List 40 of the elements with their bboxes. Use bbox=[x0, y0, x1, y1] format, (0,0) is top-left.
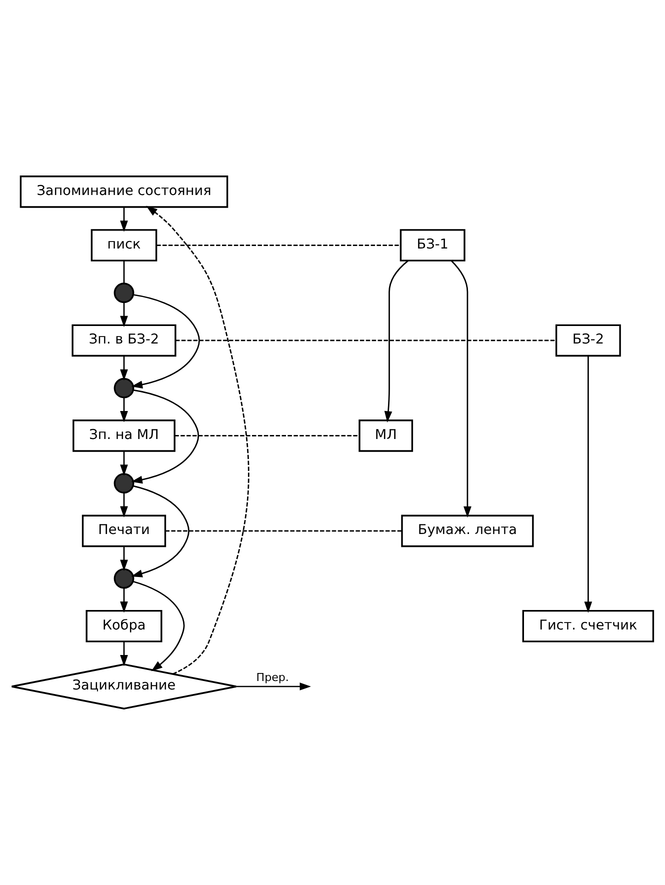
arrow bbox=[584, 356, 592, 613]
arrow bbox=[120, 588, 128, 613]
arrow bbox=[450, 260, 472, 518]
arrow bbox=[120, 546, 128, 572]
arrow bbox=[132, 580, 185, 672]
node-circle bbox=[114, 473, 134, 494]
node-box: Запоминание состояния bbox=[20, 176, 228, 208]
node-box: БЗ-1 bbox=[400, 229, 466, 262]
arrow bbox=[120, 398, 128, 422]
connector bbox=[156, 244, 401, 246]
node-box: БЗ-2 bbox=[555, 324, 621, 357]
arrow bbox=[131, 294, 200, 388]
arrow bbox=[120, 302, 128, 328]
node-box: Кобра bbox=[86, 610, 162, 642]
node-box: Гист. счетчик bbox=[522, 610, 654, 642]
arrow bbox=[236, 682, 311, 690]
arrow bbox=[120, 451, 128, 476]
node-circle bbox=[114, 378, 134, 398]
node-box: Печати bbox=[82, 514, 166, 548]
node-box: писк bbox=[90, 229, 158, 262]
node-diamond: Зацикливание bbox=[10, 664, 238, 710]
node-box: Бумаж. лента bbox=[401, 514, 534, 548]
arrow bbox=[120, 207, 128, 232]
node-circle bbox=[114, 568, 134, 589]
connector bbox=[123, 260, 125, 284]
connector bbox=[174, 435, 360, 436]
arrow bbox=[384, 260, 409, 422]
node-box: Зп. на МЛ bbox=[72, 420, 176, 452]
arrow bbox=[120, 493, 128, 518]
node-box: МЛ bbox=[358, 420, 414, 452]
edge-label: Прер. bbox=[256, 670, 289, 684]
arrow bbox=[120, 642, 128, 666]
connector bbox=[165, 530, 402, 532]
arrow bbox=[131, 485, 190, 578]
node-circle bbox=[114, 282, 134, 304]
arrow bbox=[120, 356, 128, 381]
arrow bbox=[146, 206, 250, 675]
node-box: Зп. в БЗ-2 bbox=[72, 324, 176, 357]
arrow bbox=[131, 389, 200, 484]
connector bbox=[175, 340, 556, 342]
